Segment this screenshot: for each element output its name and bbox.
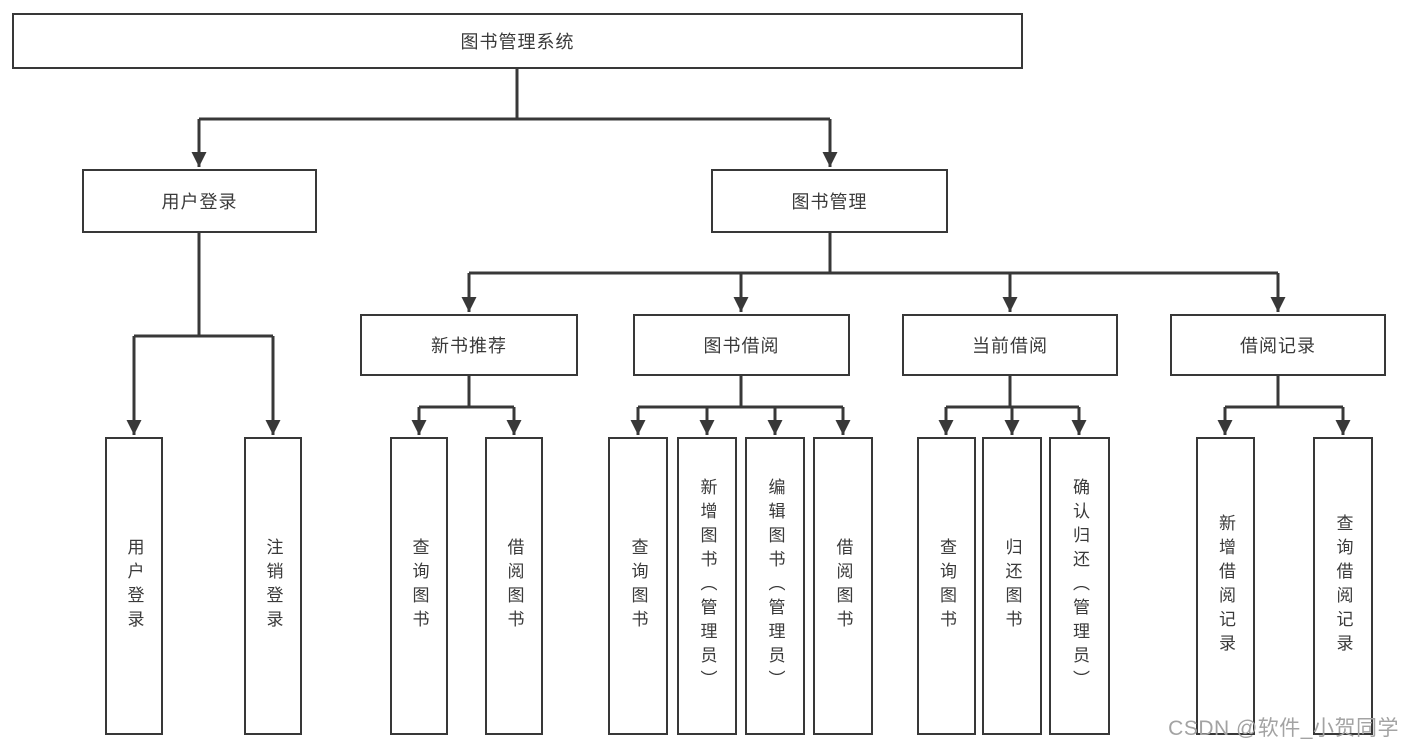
node-label: 确认归还（管理员） (1070, 478, 1089, 694)
node-book-management: 图书管理 (711, 169, 948, 233)
leaf-query-books-current: 查询图书 (917, 437, 976, 735)
leaf-borrow-books-recommend: 借阅图书 (485, 437, 543, 735)
csdn-watermark: CSDN @软件_小贺同学 (1168, 717, 1399, 740)
node-current-borrowing: 当前借阅 (902, 314, 1118, 376)
leaf-logout: 注销登录 (244, 437, 302, 735)
node-new-book-recommendation: 新书推荐 (360, 314, 578, 376)
leaf-query-borrowing-record: 查询借阅记录 (1313, 437, 1373, 735)
node-user-login: 用户登录 (82, 169, 317, 233)
node-label: 查询图书 (409, 538, 429, 634)
leaf-add-book-admin: 新增图书（管理员） (677, 437, 737, 735)
node-label: 借阅图书 (833, 538, 853, 634)
node-book-borrowing: 图书借阅 (633, 314, 850, 376)
leaf-borrow-books-borrowing: 借阅图书 (813, 437, 873, 735)
node-label: 图书管理系统 (460, 32, 575, 52)
leaf-return-book: 归还图书 (982, 437, 1042, 735)
node-label: 新书推荐 (431, 336, 507, 356)
leaf-query-books-recommend: 查询图书 (390, 437, 448, 735)
node-label: 新增借阅记录 (1216, 514, 1235, 658)
node-label: 借阅图书 (504, 538, 524, 634)
leaf-add-borrowing-record: 新增借阅记录 (1196, 437, 1255, 735)
node-library-management-system: 图书管理系统 (12, 13, 1023, 69)
node-label: 查询借阅记录 (1333, 514, 1353, 658)
node-label: 新增图书（管理员） (697, 478, 717, 694)
node-label: 用户登录 (161, 192, 238, 212)
node-label: 归还图书 (1002, 538, 1022, 634)
leaf-confirm-return-admin: 确认归还（管理员） (1049, 437, 1110, 735)
node-label: 图书借阅 (703, 336, 780, 356)
node-label: 查询图书 (937, 538, 956, 634)
node-label: 编辑图书（管理员） (765, 478, 785, 694)
node-label: 借阅记录 (1240, 336, 1316, 356)
node-borrowing-records: 借阅记录 (1170, 314, 1386, 376)
node-label: 用户登录 (124, 538, 144, 634)
node-label: 查询图书 (628, 538, 648, 634)
leaf-user-login: 用户登录 (105, 437, 163, 735)
node-label: 图书管理 (791, 192, 868, 212)
leaf-edit-book-admin: 编辑图书（管理员） (745, 437, 805, 735)
leaf-query-books-borrowing: 查询图书 (608, 437, 668, 735)
node-label: 注销登录 (263, 538, 283, 634)
node-label: 当前借阅 (972, 336, 1048, 356)
